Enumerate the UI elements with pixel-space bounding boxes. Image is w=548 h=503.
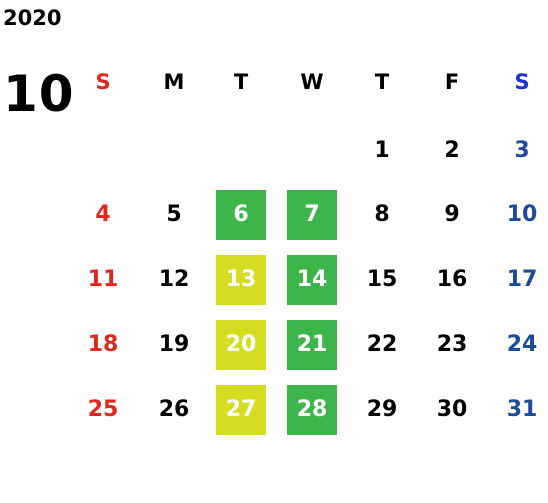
day-cell-highlighted[interactable]: 6 (216, 190, 266, 240)
day-cell[interactable]: 25 (87, 397, 119, 422)
day-cell[interactable]: 3 (514, 138, 530, 163)
weekday-wednesday: W (300, 70, 324, 94)
day-cell[interactable]: 30 (436, 397, 468, 422)
weekday-thursday: T (374, 70, 390, 94)
day-cell[interactable]: 15 (366, 267, 398, 292)
weekday-saturday: S (514, 70, 530, 94)
day-cell[interactable]: 17 (506, 267, 538, 292)
day-cell[interactable]: 19 (158, 332, 190, 357)
day-cell[interactable]: 10 (506, 202, 538, 227)
day-cell-highlighted[interactable]: 13 (216, 255, 266, 305)
day-cell[interactable]: 2 (444, 138, 460, 163)
weekday-sunday: S (95, 70, 111, 94)
day-cell[interactable]: 23 (436, 332, 468, 357)
weekday-friday: F (444, 70, 460, 94)
day-cell[interactable]: 16 (436, 267, 468, 292)
month-label: 10 (3, 65, 75, 123)
day-cell-highlighted[interactable]: 14 (287, 255, 337, 305)
day-cell-highlighted[interactable]: 20 (216, 320, 266, 370)
day-cell-highlighted[interactable]: 7 (287, 190, 337, 240)
day-cell[interactable]: 5 (166, 202, 182, 227)
day-cell-highlighted[interactable]: 21 (287, 320, 337, 370)
day-cell[interactable]: 1 (374, 138, 390, 163)
day-cell[interactable]: 9 (444, 202, 460, 227)
day-cell[interactable]: 4 (95, 202, 111, 227)
year-label: 2020 (3, 6, 62, 30)
day-cell[interactable]: 24 (506, 332, 538, 357)
day-cell[interactable]: 31 (506, 397, 538, 422)
day-cell[interactable]: 29 (366, 397, 398, 422)
day-cell[interactable]: 12 (158, 267, 190, 292)
day-cell-highlighted[interactable]: 27 (216, 385, 266, 435)
day-cell-highlighted[interactable]: 28 (287, 385, 337, 435)
weekday-monday: M (163, 70, 185, 94)
weekday-tuesday: T (233, 70, 249, 94)
day-cell[interactable]: 26 (158, 397, 190, 422)
day-cell[interactable]: 8 (374, 202, 390, 227)
day-cell[interactable]: 11 (87, 267, 119, 292)
day-cell[interactable]: 22 (366, 332, 398, 357)
day-cell[interactable]: 18 (87, 332, 119, 357)
